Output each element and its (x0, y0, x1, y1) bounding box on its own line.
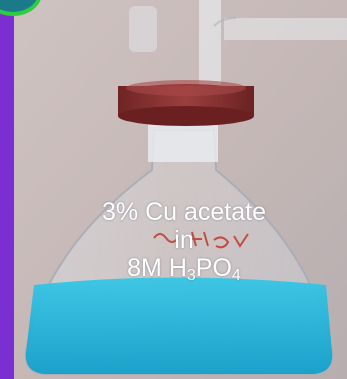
glass-tubing (129, 0, 347, 96)
formula-pre: 8M H (127, 254, 187, 282)
caption-line-2: in (174, 226, 194, 254)
formula-subscript-4: 4 (231, 267, 241, 284)
caption: 3% Cu acetate in 8M H3PO4 (60, 198, 308, 284)
marker-writing (153, 231, 249, 249)
caption-line-3: 8M H3PO4 (60, 254, 308, 284)
formula-mid: PO (195, 254, 232, 282)
flask-photo (14, 0, 347, 379)
blue-solution (25, 277, 333, 374)
formula-subscript-3: 3 (186, 267, 196, 284)
caption-line-1: 3% Cu acetate (102, 198, 266, 226)
red-screw-cap (118, 80, 254, 126)
